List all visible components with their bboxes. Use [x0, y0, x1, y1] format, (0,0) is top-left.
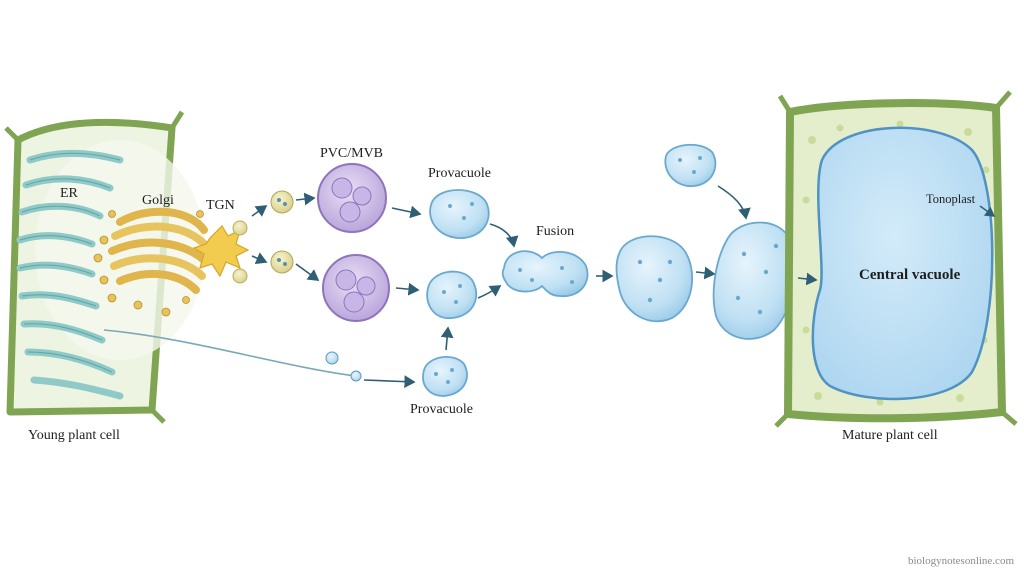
mvb-bottom [322, 254, 390, 322]
young-plant-cell [4, 110, 362, 424]
young-cell-label: Young plant cell [28, 428, 120, 443]
golgi-label: Golgi [142, 193, 174, 208]
floating-vesicle [664, 143, 717, 187]
mvb-top [317, 163, 387, 233]
growing-vacuole-1 [615, 235, 694, 323]
central-vacuole-label: Central vacuole [859, 267, 961, 283]
source-credit: biologynotesonline.com [907, 555, 1014, 567]
provacuole-top-label: Provacuole [428, 166, 491, 181]
growing-vacuole-2 [712, 221, 796, 340]
tgn-label: TGN [206, 198, 235, 213]
pathway-arrows [251, 185, 818, 389]
fusion-label: Fusion [536, 224, 575, 239]
er-label: ER [60, 186, 78, 201]
provacuole-middle [426, 270, 478, 319]
provacuole-bottom [422, 356, 468, 397]
tgn-vesicles [270, 190, 294, 274]
golgi-apparatus [108, 207, 210, 294]
provacuole-bottom-label: Provacuole [410, 402, 473, 417]
er-direct-route [103, 329, 356, 377]
tgn-body [192, 220, 250, 284]
fusing-vacuoles [501, 250, 589, 297]
mature-plant-cell [774, 90, 1018, 428]
central-vacuole [811, 126, 994, 401]
mature-cell-label: Mature plant cell [842, 428, 938, 443]
provacuole-top [429, 189, 490, 239]
pvc-mvb-label: PVC/MVB [320, 146, 384, 161]
tonoplast-label: Tonoplast [926, 192, 976, 206]
